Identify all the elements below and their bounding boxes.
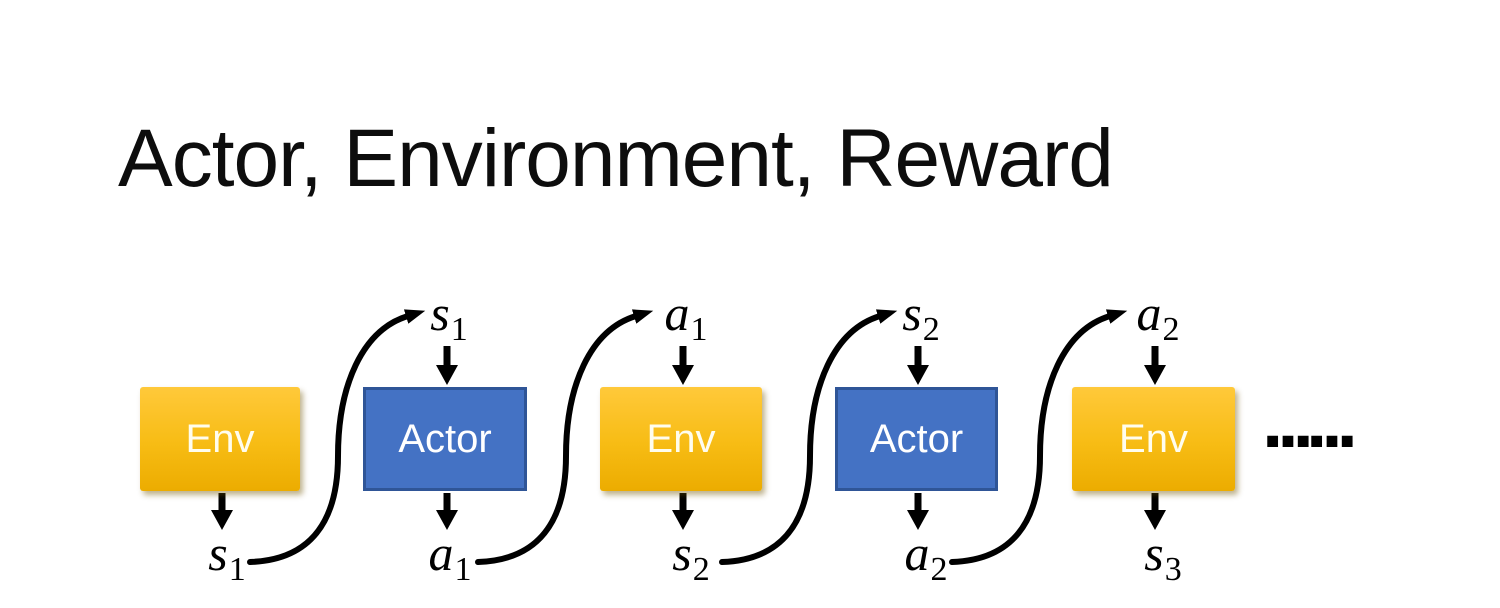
top-label-a1: a1 — [665, 288, 708, 347]
bottom-label-s3: s3 — [1144, 528, 1181, 587]
top-label-a2-sub: 2 — [1162, 311, 1180, 348]
bottom-label-s1: s1 — [208, 528, 245, 587]
continuation-ellipsis: …… — [1262, 401, 1358, 458]
bottom-label-a2-base: a — [904, 525, 930, 581]
actor-box-2-label: Actor — [869, 416, 964, 461]
actor-box-2: Actor — [835, 387, 998, 491]
top-label-a1-sub: 1 — [690, 311, 708, 348]
slide-title: Actor, Environment, Reward — [118, 113, 1114, 204]
top-label-s1-base: s — [430, 285, 450, 341]
env-box-2-label: Env — [646, 416, 716, 461]
env-box-1: Env — [140, 387, 300, 491]
bottom-label-a1: a1 — [429, 528, 472, 587]
actor-box-1: Actor — [363, 387, 527, 491]
top-label-a2-base: a — [1136, 285, 1162, 341]
bottom-label-s2: s2 — [672, 528, 709, 587]
bottom-output-arrows — [211, 493, 1166, 530]
top-label-s2-sub: 2 — [922, 311, 940, 348]
env-box-1-label: Env — [185, 416, 255, 461]
top-label-s1: s1 — [430, 288, 467, 347]
actor-box-1-label: Actor — [398, 416, 492, 461]
top-input-arrows — [436, 346, 1166, 385]
bottom-label-a2-sub: 2 — [930, 551, 948, 588]
bottom-label-a1-base: a — [428, 525, 454, 581]
bottom-label-s2-sub: 2 — [692, 551, 710, 588]
bottom-label-s2-base: s — [672, 525, 692, 581]
env-box-3: Env — [1072, 387, 1235, 491]
bottom-label-s1-base: s — [208, 525, 228, 581]
bottom-label-a2: a2 — [905, 528, 948, 587]
env-box-2: Env — [600, 387, 762, 491]
bottom-label-a1-sub: 1 — [454, 551, 472, 588]
bottom-label-s1-sub: 1 — [228, 551, 246, 588]
top-label-s1-sub: 1 — [450, 311, 468, 348]
env-box-3-label: Env — [1119, 416, 1188, 461]
bottom-label-s3-base: s — [1144, 525, 1164, 581]
top-label-a1-base: a — [664, 285, 690, 341]
bottom-label-s3-sub: 3 — [1164, 551, 1182, 588]
top-label-s2: s2 — [902, 288, 939, 347]
top-label-a2: a2 — [1137, 288, 1180, 347]
top-label-s2-base: s — [902, 285, 922, 341]
